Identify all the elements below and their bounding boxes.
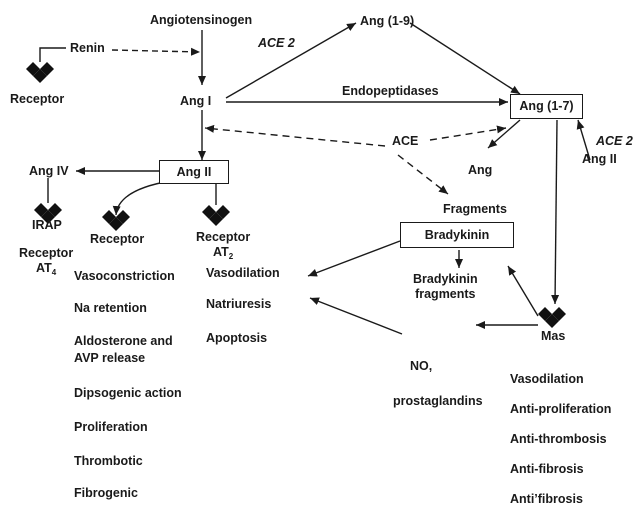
ang-ii-right-label: Ang II: [582, 152, 617, 166]
endopeptidases-label: Endopeptidases: [342, 84, 439, 98]
irap-receptor-icon: [34, 203, 62, 224]
ace-label: ACE: [392, 134, 419, 148]
mas-label: Mas: [541, 329, 566, 343]
arrow-mas-to-bradykinin: [507, 265, 539, 317]
at1-effect: Aldosterone and: [74, 334, 173, 348]
arrow-ang-1-7-to-mas: [551, 119, 560, 305]
receptor-at2-label: Receptor AT2: [196, 230, 251, 261]
ang-i-label: Ang I: [180, 94, 212, 108]
arrow-ang-ii-right-to-ang-1-7: [576, 119, 591, 161]
at1-effect: AVP release: [74, 351, 146, 365]
ang-1-9-label: Ang (1-9): [360, 14, 415, 28]
mas-effect: Anti-thrombosis: [510, 432, 607, 446]
fragments-label: Fragments: [443, 202, 507, 216]
mas-effect: Vasodilation: [510, 372, 584, 386]
bradykinin-fragments-label: Bradykinin fragments: [413, 272, 478, 301]
arrow-ang-1-9-to-ang-1-7: [409, 22, 521, 95]
at1-effect: Dipsogenic action: [74, 386, 182, 400]
irap-label: IRAP: [32, 218, 62, 232]
at2-receptor-icon: [202, 205, 230, 226]
ace2-right-label: ACE 2: [596, 134, 633, 148]
mas-effect: Anti-proliferation: [510, 402, 612, 416]
no-label: NO,: [410, 359, 433, 373]
renin-receptor-icon: [26, 62, 54, 83]
renin-receptor-label: Receptor: [10, 92, 65, 106]
ang-right-label: Ang: [468, 163, 493, 177]
at2-effect: Natriuresis: [206, 297, 272, 311]
angiotensinogen-label: Angiotensinogen: [150, 13, 253, 27]
ang-iv-label: Ang IV: [29, 164, 69, 178]
mas-effect: Anti-fibrosis: [510, 462, 584, 476]
ang-1-7-label: Ang (1-7): [519, 99, 574, 113]
bradykinin-label: Bradykinin: [424, 227, 490, 242]
ang-ii-label: Ang II: [176, 164, 212, 179]
at2-effect: Vasodilation: [206, 266, 280, 280]
ace2-top-label: ACE 2: [258, 36, 295, 50]
arrow-bradykinin-to-vasodilation: [307, 240, 401, 277]
renin-to-receptor-line: [39, 47, 66, 62]
mas-effect: Anti’fibrosis: [510, 492, 583, 506]
mas-receptor-icon: [538, 307, 566, 328]
at1-effect: Na retention: [74, 301, 147, 315]
ace-dashed-to-ang-i: [204, 124, 386, 147]
at1-effect: Fibrogenic: [74, 486, 138, 500]
arrow-renin-dashed: [111, 47, 201, 56]
arrow-ang-1-7-to-ang: [487, 119, 521, 149]
ace-dashed-to-ang-1-7: [429, 125, 507, 141]
at1-effect: Proliferation: [74, 420, 148, 434]
ace-dashed-to-fragments: [397, 154, 449, 195]
ang-1-7-box: Ang (1-7): [510, 94, 583, 119]
ang-ii-box: Ang II: [159, 160, 229, 184]
arrow-ang-i-to-ang-1-9: [225, 22, 357, 99]
prostaglandins-label: prostaglandins: [393, 394, 483, 408]
at1-receptor-icon: [102, 210, 130, 231]
arrow-ang-ii-to-receptor: [112, 180, 171, 216]
renin-label: Renin: [70, 41, 105, 55]
at1-effect: Thrombotic: [74, 454, 143, 468]
receptor-label: Receptor: [90, 232, 145, 246]
at1-effect: Vasoconstriction: [74, 269, 175, 283]
at2-effect: Apoptosis: [206, 331, 268, 345]
bradykinin-box: Bradykinin: [400, 222, 514, 248]
receptor-at4-label: Receptor AT4: [19, 246, 74, 277]
arrow-no-to-natriuresis: [309, 297, 403, 335]
